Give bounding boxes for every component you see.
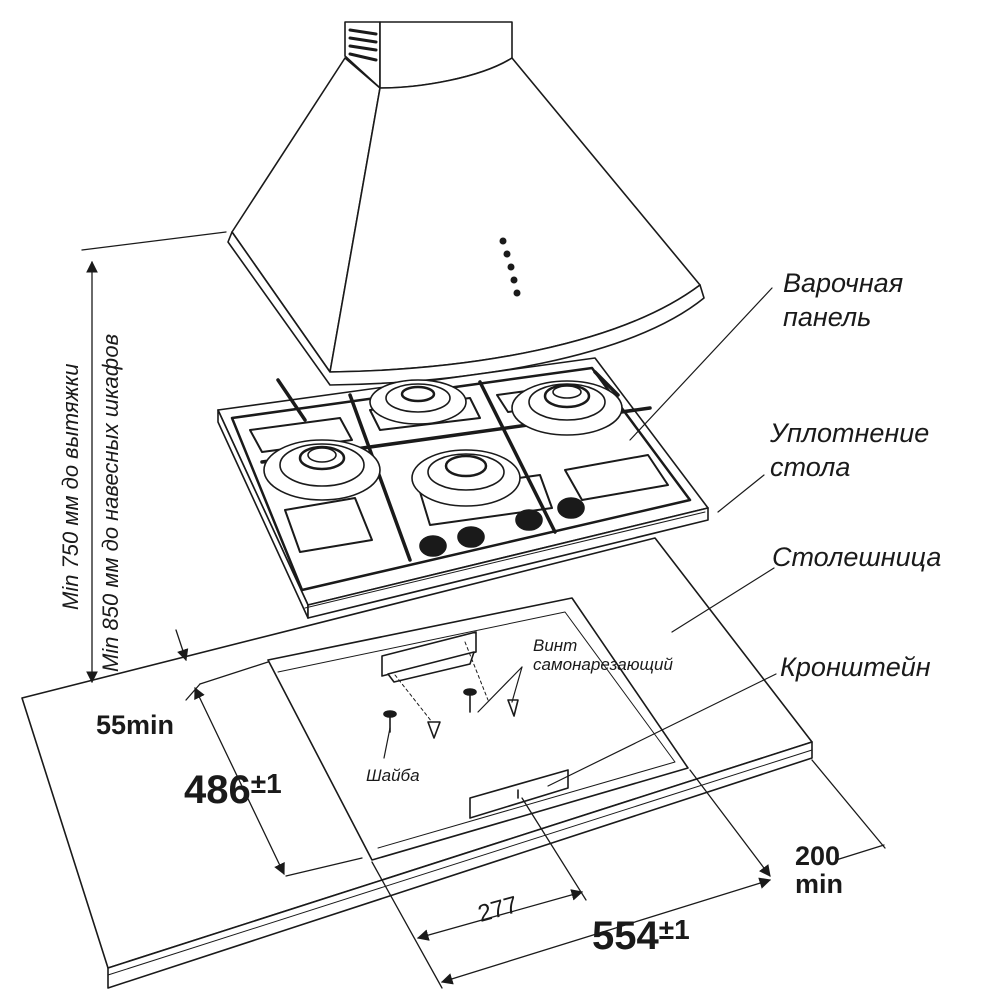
bracket-rear [381,631,477,683]
gas-hob [217,357,709,619]
leader-washer [383,727,391,759]
label-washer: Шайба [366,766,420,785]
burner-rear-right [511,380,623,436]
leader-screw-1 [477,666,523,713]
leader-lines [383,287,777,787]
leader-screw-2 [511,666,523,703]
label-screw: Винт самонарезающий [533,636,673,674]
chimney-vent [348,28,378,62]
screw-parts [383,641,519,739]
note-hood-distance: Min 750 мм до вытяжки [58,363,83,610]
burner-rear-left [369,379,467,425]
range-hood [227,21,705,386]
label-bracket: Кронштейн [780,652,931,682]
dim-cutout-width-value: 554 [592,914,659,958]
dim-cutout-width-tol: ±1 [658,914,690,946]
label-hob: Варочная панель [783,266,903,334]
burner-front-left [263,439,381,501]
height-dimension [81,231,227,684]
dim-back-margin: 200 min [795,842,843,898]
dim-back-margin-value: 200 [795,841,841,871]
label-seal-line2: стола [770,452,851,482]
label-screw-line1: Винт [533,636,578,655]
dimension-lines [175,629,886,989]
label-hob-line1: Варочная [783,268,904,298]
leader-countertop [671,567,775,633]
label-screw-line2: самонарезающий [533,655,673,674]
label-countertop: Столешница [772,542,942,572]
label-seal-line1: Уплотнение [770,418,930,448]
countertop-front-edge [107,741,813,989]
leader-hob [629,287,773,441]
label-seal: Уплотнение стола [770,416,929,484]
dim-cutout-depth-tol: ±1 [250,768,282,800]
hob-knobs [419,497,585,557]
note-cabinet-distance: Min 850 мм до навесных шкафов [98,333,123,672]
dim-back-margin-unit: min [795,869,844,899]
dim-cutout-depth-value: 486 [184,768,251,812]
dim-cutout-width: 554±1 [592,914,690,959]
leader-bracket [547,673,777,787]
bracket-front [469,769,569,819]
leader-seal [717,474,765,513]
cutout-outline [267,597,689,861]
hood-buttons [499,237,521,297]
burner-front-center [411,449,521,507]
dim-front-margin: 55min [96,710,175,740]
label-hob-line2: панель [783,302,872,332]
dim-cutout-depth: 486±1 [184,768,282,813]
